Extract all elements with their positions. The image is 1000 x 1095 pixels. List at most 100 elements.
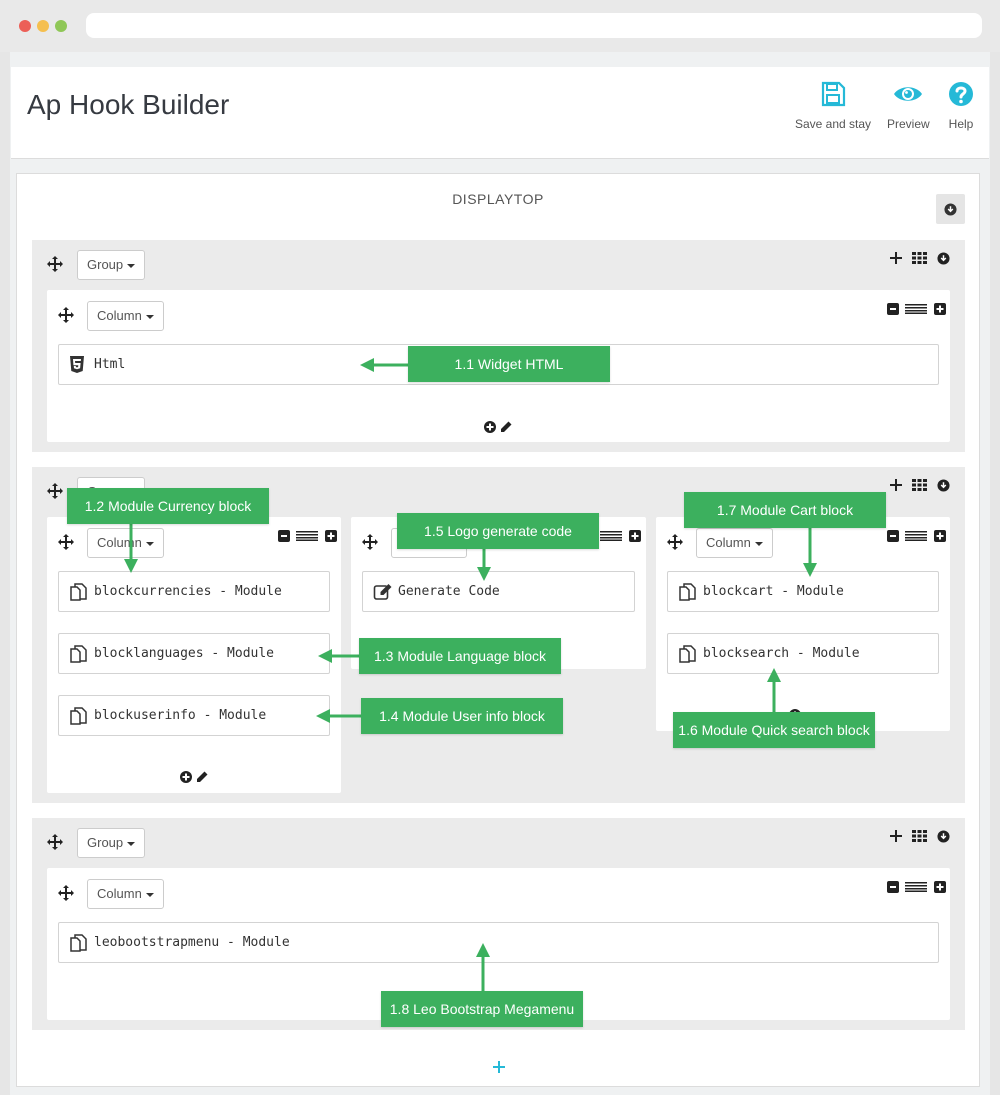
eye-icon xyxy=(894,87,923,101)
move-icon[interactable] xyxy=(47,834,63,850)
callout-logo-generate-code: 1.5 Logo generate code xyxy=(397,513,599,549)
callout-widget-html: 1.1 Widget HTML xyxy=(408,346,610,382)
download-icon[interactable] xyxy=(937,830,950,843)
move-icon[interactable] xyxy=(58,885,74,901)
column-dropdown[interactable]: Column xyxy=(696,528,773,558)
callout-quick-search-block: 1.6 Module Quick search block xyxy=(673,712,875,748)
caret-down-icon xyxy=(145,314,154,319)
column-dropdown-label: Column xyxy=(706,535,751,550)
caret-down-icon xyxy=(754,541,763,546)
move-icon[interactable] xyxy=(58,307,74,323)
module-icon xyxy=(679,645,696,663)
callout-language-block: 1.3 Module Language block xyxy=(359,638,561,674)
hook-panel: DISPLAYTOP Group Column Html xyxy=(16,173,980,1087)
widget-blockuserinfo[interactable]: blockuserinfo - Module xyxy=(58,695,330,736)
widget-label: blockuserinfo - Module xyxy=(94,708,267,723)
module-icon xyxy=(70,645,87,663)
widget-label: blockcart - Module xyxy=(703,584,844,599)
save-and-stay-button[interactable]: Save and stay xyxy=(795,81,871,133)
page-header: Ap Hook Builder Save and stay Preview xyxy=(11,67,989,159)
move-icon[interactable] xyxy=(667,534,683,550)
column: Column blockcurrencies - Module blocklan… xyxy=(47,517,341,793)
plus-icon[interactable] xyxy=(890,479,902,491)
minus-icon[interactable] xyxy=(278,530,290,542)
group-dropdown[interactable]: Group xyxy=(77,250,146,280)
column-dropdown[interactable]: Column xyxy=(87,528,164,558)
lines-icon[interactable] xyxy=(296,531,318,541)
lines-icon[interactable] xyxy=(905,882,927,892)
group-dropdown[interactable]: Group xyxy=(77,828,146,858)
add-group-icon[interactable] xyxy=(493,1061,505,1073)
help-button[interactable]: Help xyxy=(948,81,974,133)
column-dropdown[interactable]: Column xyxy=(87,879,164,909)
lines-icon[interactable] xyxy=(905,531,927,541)
pencil-icon[interactable] xyxy=(196,771,208,783)
plus-icon[interactable] xyxy=(934,881,946,893)
add-widget-icon[interactable] xyxy=(180,771,192,783)
pencil-icon[interactable] xyxy=(500,421,512,433)
minus-icon[interactable] xyxy=(887,881,899,893)
app: Ap Hook Builder Save and stay Preview xyxy=(10,52,990,1095)
plus-icon[interactable] xyxy=(325,530,337,542)
widget-blockcart[interactable]: blockcart - Module xyxy=(667,571,939,612)
add-widget-icon[interactable] xyxy=(484,421,496,433)
minus-icon[interactable] xyxy=(887,530,899,542)
maximize-window-dot[interactable] xyxy=(55,20,67,32)
column-dropdown[interactable]: Column xyxy=(87,301,164,331)
widget-blocklanguages[interactable]: blocklanguages - Module xyxy=(58,633,330,674)
save-icon xyxy=(821,81,846,107)
module-icon xyxy=(70,934,87,952)
browser-chrome xyxy=(0,0,1000,52)
widget-label: Generate Code xyxy=(398,584,500,599)
help-icon xyxy=(949,82,973,106)
plus-icon[interactable] xyxy=(934,530,946,542)
column: Column blockcart - Module blocksearch - … xyxy=(656,517,950,731)
preview-label: Preview xyxy=(887,117,930,131)
widget-label: blocksearch - Module xyxy=(703,646,860,661)
grid-icon[interactable] xyxy=(912,830,927,842)
minus-icon[interactable] xyxy=(887,303,899,315)
move-icon[interactable] xyxy=(362,534,378,550)
widget-generate-code[interactable]: Generate Code xyxy=(362,571,635,612)
module-icon xyxy=(70,707,87,725)
plus-icon[interactable] xyxy=(934,303,946,315)
minimize-window-dot[interactable] xyxy=(37,20,49,32)
widget-label: blockcurrencies - Module xyxy=(94,584,282,599)
column-dropdown-label: Column xyxy=(97,308,142,323)
module-icon xyxy=(679,583,696,601)
close-window-dot[interactable] xyxy=(19,20,31,32)
help-label: Help xyxy=(948,117,974,131)
hook-toggle-button[interactable] xyxy=(936,194,965,224)
edit-icon xyxy=(373,584,392,600)
download-icon xyxy=(944,203,957,216)
caret-down-icon xyxy=(145,541,154,546)
widget-blockcurrencies[interactable]: blockcurrencies - Module xyxy=(58,571,330,612)
widget-blocksearch[interactable]: blocksearch - Module xyxy=(667,633,939,674)
lines-icon[interactable] xyxy=(600,531,622,541)
callout-megamenu: 1.8 Leo Bootstrap Megamenu xyxy=(381,991,583,1027)
move-icon[interactable] xyxy=(58,534,74,550)
download-icon[interactable] xyxy=(937,479,950,492)
move-icon[interactable] xyxy=(47,256,63,272)
module-icon xyxy=(70,583,87,601)
caret-down-icon xyxy=(145,892,154,897)
preview-button[interactable]: Preview xyxy=(887,81,930,133)
widget-leobootstrapmenu[interactable]: leobootstrapmenu - Module xyxy=(58,922,939,963)
plus-icon[interactable] xyxy=(629,530,641,542)
address-bar[interactable] xyxy=(86,13,982,38)
column-dropdown-label: Column xyxy=(97,535,142,550)
grid-icon[interactable] xyxy=(912,252,927,264)
move-icon[interactable] xyxy=(47,483,63,499)
hook-title: DISPLAYTOP xyxy=(452,191,544,207)
html5-icon xyxy=(70,356,84,373)
download-icon[interactable] xyxy=(937,252,950,265)
caret-down-icon xyxy=(127,263,136,268)
plus-icon[interactable] xyxy=(890,252,902,264)
lines-icon[interactable] xyxy=(905,304,927,314)
callout-cart-block: 1.7 Module Cart block xyxy=(684,492,886,528)
callout-currency-block: 1.2 Module Currency block xyxy=(67,488,269,524)
grid-icon[interactable] xyxy=(912,479,927,491)
column-dropdown-label: Column xyxy=(97,886,142,901)
callout-user-info-block: 1.4 Module User info block xyxy=(361,698,563,734)
plus-icon[interactable] xyxy=(890,830,902,842)
